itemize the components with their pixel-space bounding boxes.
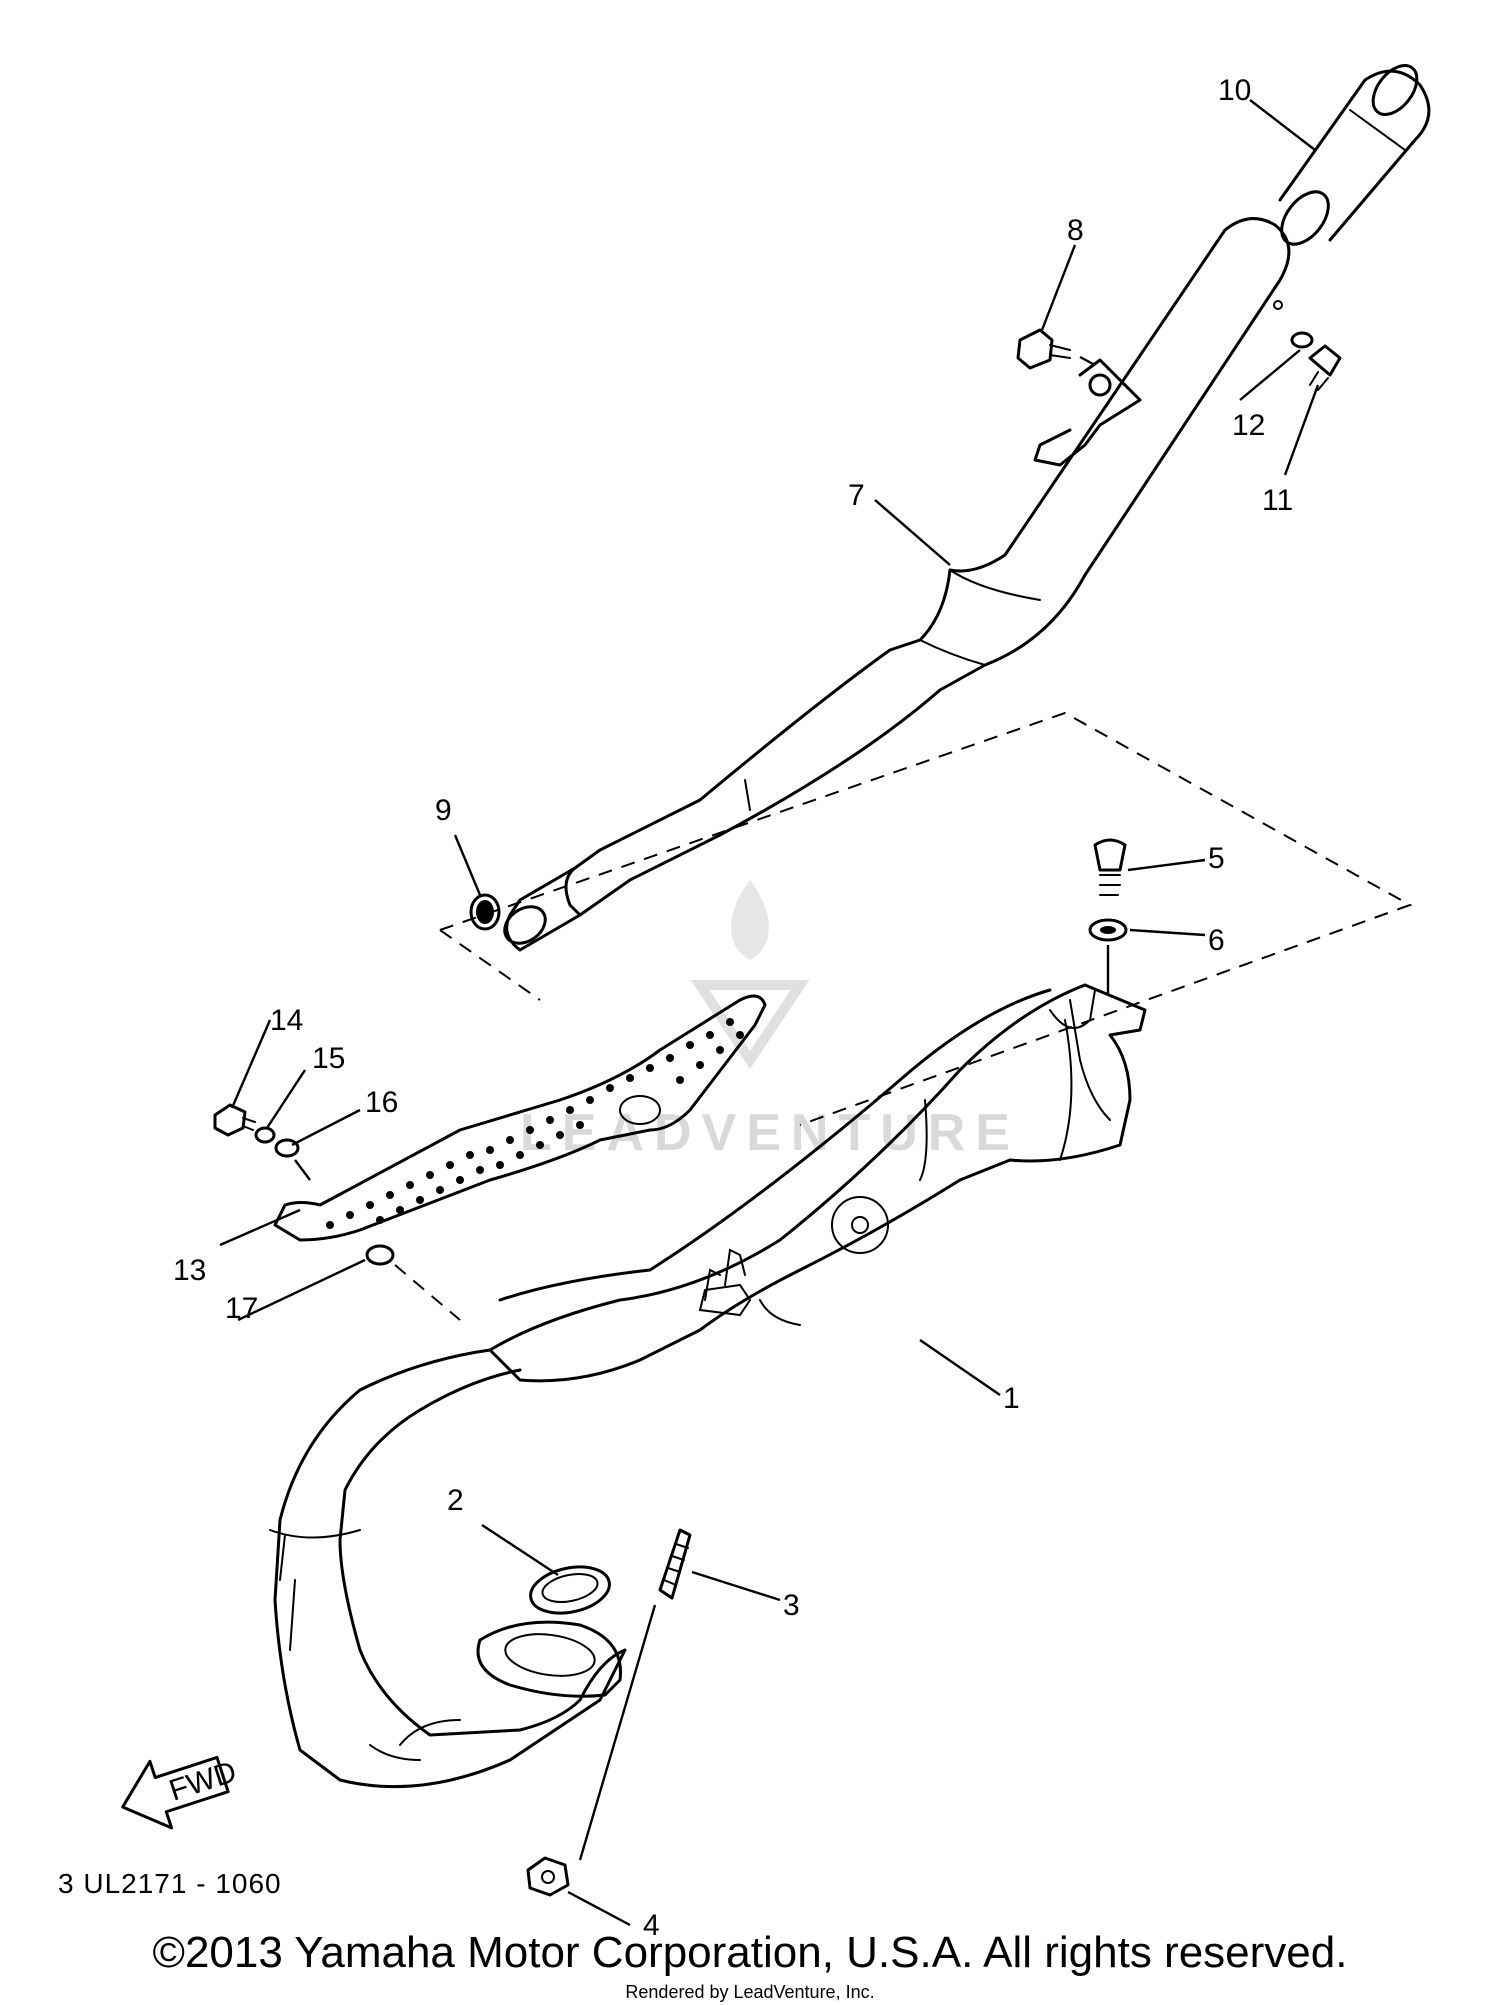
- part-12-washer: [1290, 331, 1314, 349]
- part-8-bolt: [1016, 328, 1096, 370]
- heat-shield-vent-holes: [326, 1018, 744, 1229]
- part-2-gasket: [529, 1565, 611, 1615]
- callout-labels: 1 2 3 4 5 6 7 8 9 10 11 12 13 14 15 16 1…: [173, 74, 1293, 1942]
- callout-17: 17: [225, 1292, 258, 1325]
- part-17-collar: [365, 1244, 461, 1321]
- callout-13: 13: [173, 1254, 206, 1287]
- part-14-bolt: [213, 1103, 256, 1137]
- part-6-washer: [1088, 918, 1128, 995]
- fwd-direction-arrow: FWD: [121, 1755, 240, 1830]
- callout-15: 15: [312, 1042, 345, 1075]
- leadventure-watermark: LEADVENTURE: [520, 880, 1020, 1162]
- callout-14: 14: [270, 1004, 303, 1037]
- callout-7: 7: [848, 479, 865, 512]
- part-9-gasket: [469, 893, 501, 931]
- part-4-nut: [526, 1856, 570, 1897]
- exhaust-flange: [476, 1620, 622, 1698]
- part-7-silencer: [503, 217, 1291, 952]
- callout-10: 10: [1218, 74, 1251, 107]
- callout-5: 5: [1208, 842, 1225, 875]
- callout-8: 8: [1067, 214, 1084, 247]
- part-5-bolt: [1093, 838, 1127, 896]
- part-1-expansion-chamber: [269, 983, 1147, 1789]
- callout-11: 11: [1262, 484, 1293, 517]
- callout-12: 12: [1232, 409, 1265, 442]
- callout-6: 6: [1208, 924, 1225, 957]
- callout-16: 16: [365, 1086, 398, 1119]
- leader-lines: [219, 99, 1320, 1927]
- part-15-lock-washer: [254, 1126, 276, 1144]
- part-10-tail-cap: [1278, 64, 1431, 246]
- copyright-notice: ©2013 Yamaha Motor Corporation, U.S.A. A…: [152, 1928, 1348, 1977]
- part-3-stud: [578, 1528, 692, 1861]
- callout-9: 9: [435, 794, 452, 827]
- callout-1: 1: [1003, 1382, 1020, 1415]
- callout-2: 2: [447, 1484, 464, 1517]
- silencer-assembly-box: [439, 711, 1413, 1126]
- part-16-washer: [274, 1138, 311, 1181]
- callout-3: 3: [783, 1589, 800, 1622]
- part-13-heat-shield: [273, 994, 767, 1242]
- watermark-text: LEADVENTURE: [520, 1104, 1020, 1162]
- callout-4: 4: [643, 1909, 660, 1942]
- rendered-by-notice: Rendered by LeadVenture, Inc.: [625, 1982, 875, 2002]
- diagram-code: 3 UL2171 - 1060: [58, 1868, 282, 1899]
- part-11-screw: [1308, 344, 1342, 391]
